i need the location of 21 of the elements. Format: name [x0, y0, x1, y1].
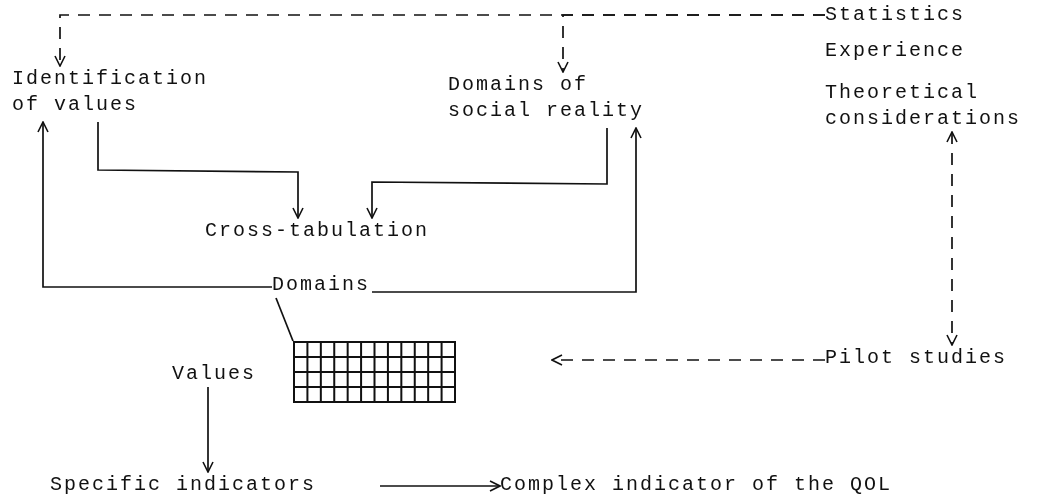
arrow	[379, 480, 501, 492]
dashed-arrow	[946, 131, 958, 346]
step-label: Cross-tabulation	[205, 218, 430, 244]
result-label: Complex indicator of the QOL	[500, 472, 893, 498]
axis-label: Values	[172, 361, 256, 387]
leader-line	[275, 297, 294, 342]
dashed-arrow	[557, 14, 826, 73]
source-label: Statistics	[825, 2, 966, 28]
step-label: Specific indicators	[50, 472, 317, 498]
source-label: Theoretical considerations	[825, 80, 1023, 132]
step-label: Identification of values	[12, 66, 210, 118]
axis-label: Domains	[272, 272, 370, 298]
arrow	[97, 121, 304, 219]
arrow	[366, 127, 608, 219]
arrow	[37, 121, 273, 288]
step-label: Domains of social reality	[448, 72, 646, 124]
source-label: Pilot studies	[825, 345, 1008, 371]
source-label: Experience	[825, 38, 966, 64]
arrow	[202, 386, 214, 473]
arrow	[371, 127, 642, 293]
dashed-arrow	[551, 354, 826, 366]
